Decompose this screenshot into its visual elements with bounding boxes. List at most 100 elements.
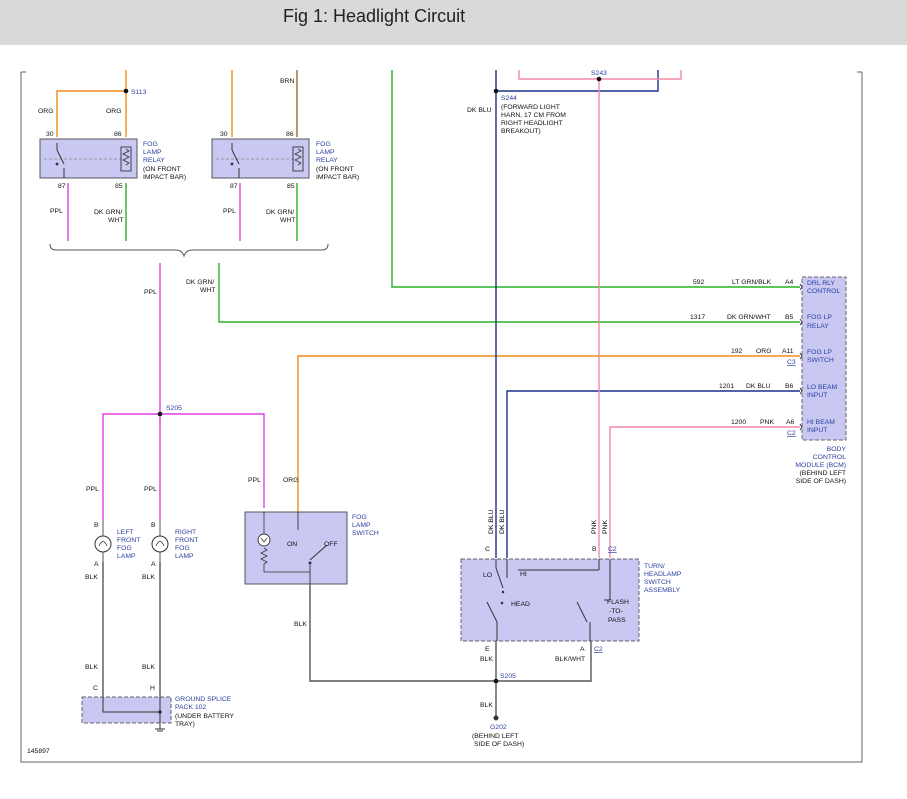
figure-header: Fig 1: Headlight Circuit <box>0 0 907 45</box>
wire-blk-g-label: BLK <box>480 702 493 709</box>
splice-dot-s205-upper <box>157 411 163 417</box>
wire-ppl-s205-switch <box>160 413 265 508</box>
turn-switch-pin-e: E <box>485 646 490 653</box>
fog-switch-box <box>244 511 348 585</box>
bcm-pin-b5: B5 <box>785 314 794 321</box>
turn-switch-flash-2: -TO- <box>609 608 623 615</box>
ground-splice-name-1: GROUND SPLICE <box>175 696 232 703</box>
splice-dot-s243 <box>596 76 602 82</box>
relay1-pin-30: 30 <box>46 131 54 138</box>
bcm-pin-b5-wire: DK GRN/WHT <box>727 314 771 321</box>
ground-g202-name: G202 <box>490 724 507 731</box>
ground-splice-name-2: PACK 102 <box>175 704 206 711</box>
fog-switch-on: ON <box>287 541 297 548</box>
bcm-pin-a4: A4 <box>785 279 794 286</box>
bcm-pin-b6-wire: DK BLU <box>746 383 771 390</box>
turn-switch-conn-bot: C2 <box>594 646 603 653</box>
relay2-wire-87-label: PPL <box>223 208 236 215</box>
wire-blk-e-label: BLK <box>480 656 493 663</box>
wire-blk-switch-label: BLK <box>294 621 307 628</box>
relay2-pin-85: 85 <box>287 183 295 190</box>
right-front-fog-lamp: B A RIGHT FRONT FOG LAMP <box>151 520 198 568</box>
bcm-pin-a4-label-2: CONTROL <box>807 288 840 295</box>
ground-g202-note-2: SIDE OF DASH) <box>474 741 524 748</box>
wire-pnk-bcm-a6 <box>609 426 800 558</box>
turn-switch-name-1: TURN/ <box>644 563 665 570</box>
bcm-name-4: (BEHIND LEFT <box>800 470 846 477</box>
wire-ppl-main-label: PPL <box>144 289 157 296</box>
relay2-pin-30: 30 <box>220 131 228 138</box>
relay1-pin-87: 87 <box>58 183 66 190</box>
relay2-wire-86-label: BRN <box>280 78 294 85</box>
fog-lamp-switch: ON OFF FOG LAMP SWITCH <box>244 511 379 585</box>
ground-splice-note-2: TRAY) <box>175 721 195 728</box>
bcm-name-5: SIDE OF DASH) <box>796 478 846 485</box>
relay1-pin-85: 85 <box>115 183 123 190</box>
right-lamp-pin-a: A <box>151 561 156 568</box>
turn-switch-name-4: ASSEMBLY <box>644 587 681 594</box>
wire-dkblu-top-label: DK BLU <box>467 107 492 114</box>
wire-dkgrn-main-label-1: DK GRN/ <box>186 279 214 286</box>
relay1-wire-87-label: PPL <box>50 208 63 215</box>
relay2-wire-85-label-1: DK GRN/ <box>266 209 294 216</box>
left-lamp-name-2: FRONT <box>117 537 140 544</box>
turn-switch-pin-c: C <box>485 546 490 553</box>
bcm-pin-b6-circuit: 1201 <box>719 383 734 390</box>
bcm-pin-b6-label-1: LO BEAM <box>807 384 838 391</box>
turn-switch-flash-1: FLASH <box>607 599 629 606</box>
relay2-name-1: FOG <box>316 141 331 148</box>
turn-switch-head: HEAD <box>511 601 530 608</box>
bcm-pin-a6: A6 <box>786 419 795 426</box>
wire-org-switch-label: ORG <box>283 477 298 484</box>
bcm-pin-a11-label-2: SWITCH <box>807 357 834 364</box>
wire-dkblu-v1-label: DK BLU <box>488 509 495 534</box>
relay1-note-1: (ON FRONT <box>143 166 181 173</box>
ground-splice-pin-h: H <box>150 685 155 692</box>
relay1-name-1: FOG <box>143 141 158 148</box>
turn-switch-lo: LO <box>483 572 492 579</box>
bcm-pin-a11: A11 <box>782 348 794 355</box>
wire-ppl-lamp-left-label: PPL <box>86 486 99 493</box>
right-lamp-name-1: RIGHT <box>175 529 196 536</box>
splice-s244-note-3: RIGHT HEADLIGHT <box>501 120 563 127</box>
left-lamp-name-3: FOG <box>117 545 132 552</box>
bcm-pin-a11-wire: ORG <box>756 348 771 355</box>
relay1-note-2: IMPACT BAR) <box>143 174 186 181</box>
wire-dkblu-s244 <box>496 70 659 92</box>
splice-s205-upper-label: S205 <box>166 405 182 412</box>
wire-org-relay1-30 <box>56 90 126 137</box>
bcm-name-2: CONTROL <box>813 454 846 461</box>
left-lamp-name-1: LEFT <box>117 529 134 536</box>
relay1-wire-85-label-1: DK GRN/ <box>94 209 122 216</box>
relay2-note-2: IMPACT BAR) <box>316 174 359 181</box>
wire-dkgrn-bcm-b5 <box>218 263 800 323</box>
bcm-name-1: BODY <box>827 446 847 453</box>
turn-switch-name-2: HEADLAMP <box>644 571 682 578</box>
ground-splice-pack: C H GROUND SPLICE PACK 102 (UNDER BATTER… <box>81 685 235 732</box>
bcm-pin-a6-circuit: 1200 <box>731 419 746 426</box>
bcm-pin-b5-circuit: 1317 <box>690 314 705 321</box>
splice-s244-note-2: HARN, 17 CM FROM <box>501 112 566 119</box>
wire-blk-fog-switch <box>309 585 496 682</box>
bcm-pin-a6-wire: PNK <box>760 419 774 426</box>
splice-dot-s244 <box>493 88 499 94</box>
turn-switch-flash-3: PASS <box>608 617 626 624</box>
wire-blk-r1-label: BLK <box>142 574 155 581</box>
ground-splice-note-1: (UNDER BATTERY <box>175 713 235 720</box>
bcm-pin-a11-label-1: FOG LP <box>807 349 832 356</box>
splice-dots <box>123 76 602 684</box>
relay2-wire-85-label-2: WHT <box>280 217 295 224</box>
relay2-pin-87: 87 <box>230 183 238 190</box>
relay1-name-3: RELAY <box>143 157 165 164</box>
ground-g202: G202 (BEHIND LEFT SIDE OF DASH) <box>472 712 524 748</box>
splice-dot-s113 <box>123 88 129 94</box>
bcm-pin-a11-conn: C3 <box>787 359 796 366</box>
wire-dkblu-v2-label: DK BLU <box>499 509 506 534</box>
relay1-name-2: LAMP <box>143 149 162 156</box>
bcm-pin-b6-label-2: INPUT <box>807 392 827 399</box>
bcm-name-3: MODULE (BCM) <box>795 462 846 469</box>
diagram-frame <box>20 71 863 763</box>
fog-switch-name-2: LAMP <box>352 522 371 529</box>
relay1-pin-86: 86 <box>114 131 122 138</box>
